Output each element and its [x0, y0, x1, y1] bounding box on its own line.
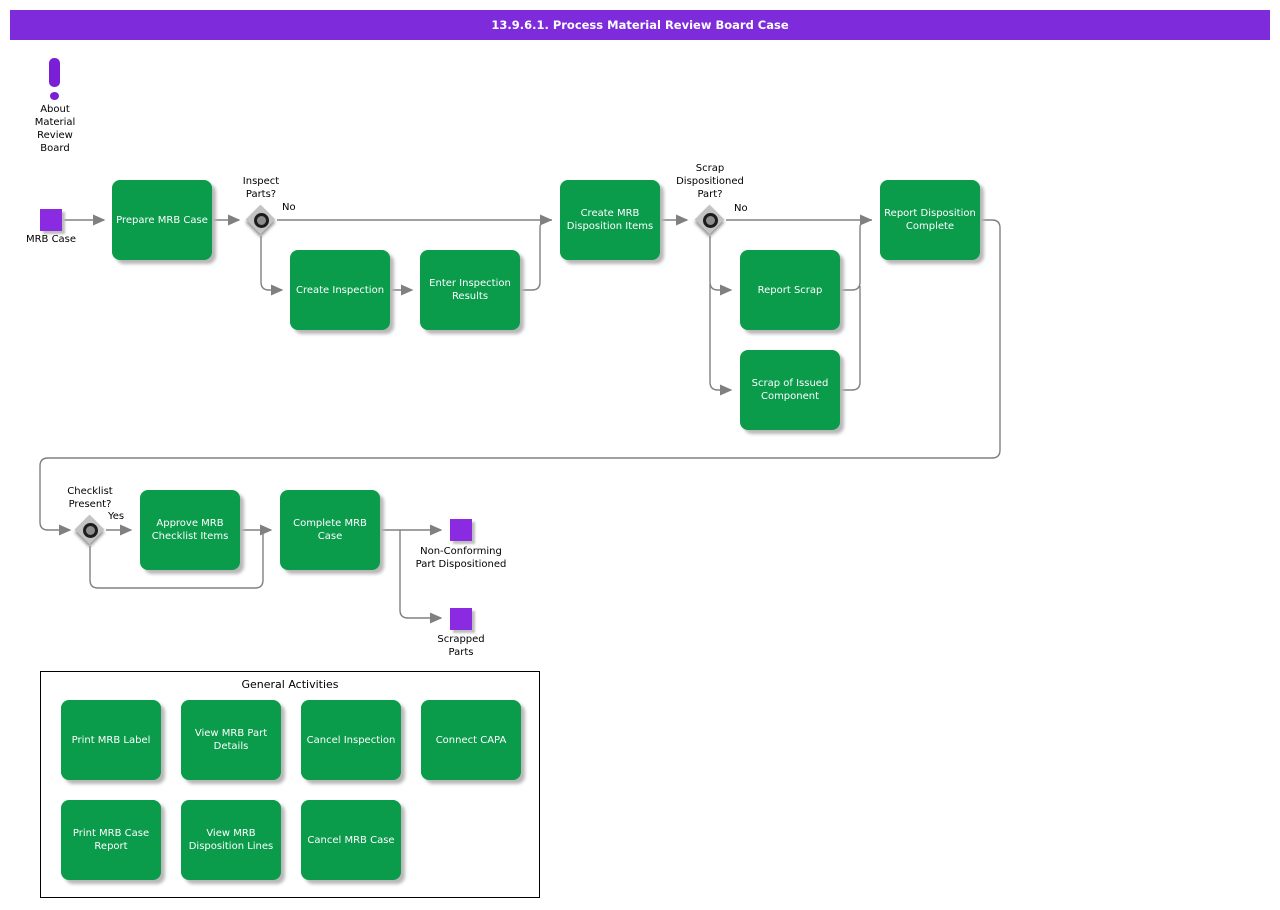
decision-checklist-present-label: Checklist Present?: [67, 486, 113, 510]
task-report-disposition-complete[interactable]: Report Disposition Complete: [880, 180, 980, 260]
diamond-ring-icon: [83, 523, 98, 538]
task-prepare-mrb-case[interactable]: Prepare MRB Case: [112, 180, 212, 260]
decision-scrap-dispositioned-label: Scrap Dispositioned Part?: [676, 163, 744, 200]
diagram-title-bar: 13.9.6.1. Process Material Review Board …: [10, 10, 1270, 40]
decision-inspect-parts-label: Inspect Parts?: [242, 176, 280, 200]
task-complete-mrb-case[interactable]: Complete MRB Case: [280, 490, 380, 570]
activity-connect-capa[interactable]: Connect CAPA: [421, 700, 521, 780]
diamond-ring-icon: [703, 213, 718, 228]
exclamation-dot: [50, 92, 59, 100]
activity-print-mrb-case-report[interactable]: Print MRB Case Report: [61, 800, 161, 880]
end-event-scrapped-parts-label: Scrapped Parts: [437, 634, 485, 658]
activity-view-mrb-disposition-lines[interactable]: View MRB Disposition Lines: [181, 800, 281, 880]
branch-label-no-2: No: [734, 203, 748, 214]
diagram-title: 13.9.6.1. Process Material Review Board …: [491, 18, 789, 32]
general-activities-panel: General Activities: [40, 671, 540, 898]
activity-print-mrb-label[interactable]: Print MRB Label: [61, 700, 161, 780]
decision-inspect-parts: [245, 204, 276, 235]
task-create-inspection[interactable]: Create Inspection: [290, 250, 390, 330]
task-scrap-of-issued-component[interactable]: Scrap of Issued Component: [740, 350, 840, 430]
task-enter-inspection-results[interactable]: Enter Inspection Results: [420, 250, 520, 330]
general-activities-title: General Activities: [241, 678, 339, 691]
about-note-label[interactable]: About Material Review Board: [34, 104, 76, 154]
end-event-scrapped-parts: [450, 608, 472, 630]
start-event-mrb-case: [40, 209, 62, 231]
branch-label-yes: Yes: [108, 511, 125, 522]
activity-cancel-inspection[interactable]: Cancel Inspection: [301, 700, 401, 780]
task-report-scrap[interactable]: Report Scrap: [740, 250, 840, 330]
decision-scrap-dispositioned: [694, 204, 725, 235]
activity-cancel-mrb-case[interactable]: Cancel MRB Case: [301, 800, 401, 880]
exclamation-bar: [49, 58, 60, 87]
diamond-ring-icon: [254, 213, 269, 228]
end-event-non-conforming: [450, 519, 472, 541]
end-event-non-conforming-label: Non-Conforming Part Dispositioned: [415, 546, 507, 570]
start-event-label: MRB Case: [25, 234, 77, 245]
branch-label-no-1: No: [282, 202, 296, 213]
activity-view-mrb-part-details[interactable]: View MRB Part Details: [181, 700, 281, 780]
task-create-mrb-disposition-items[interactable]: Create MRB Disposition Items: [560, 180, 660, 260]
decision-checklist-present: [74, 514, 105, 545]
task-approve-mrb-checklist-items[interactable]: Approve MRB Checklist Items: [140, 490, 240, 570]
about-exclamation-icon[interactable]: [47, 58, 63, 104]
